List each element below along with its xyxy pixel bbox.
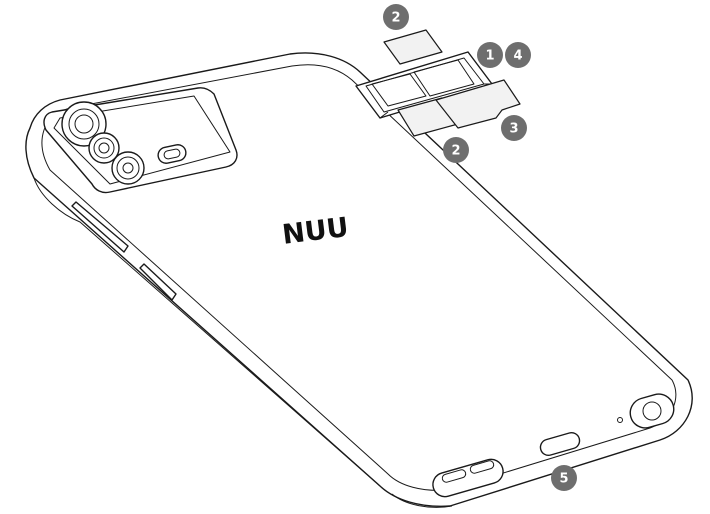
callout-badge-5: 5 <box>551 465 577 491</box>
usb-c-port <box>539 431 581 457</box>
bottom-rail <box>391 493 453 508</box>
svg-text:2: 2 <box>451 144 460 159</box>
microsd-card <box>435 79 521 129</box>
callout-badge-4: 4 <box>505 42 531 68</box>
sim-tray-slot-a <box>371 73 427 107</box>
bottom-edge <box>432 393 675 498</box>
callout-badge-1: 1 <box>477 42 503 68</box>
main-lens <box>61 101 107 147</box>
headphone-jack <box>629 393 675 429</box>
side-buttons <box>71 201 177 301</box>
callout-badge-2-bottom: 2 <box>443 137 469 163</box>
camera-inner-plate <box>53 95 231 185</box>
svg-text:5: 5 <box>559 472 568 487</box>
side-rail <box>33 177 381 487</box>
speaker-grille <box>432 458 504 498</box>
camera-module <box>43 87 238 194</box>
svg-text:2: 2 <box>391 11 400 26</box>
tertiary-lens <box>111 151 145 185</box>
flash <box>157 144 187 164</box>
nano-sim-card-top <box>383 29 443 65</box>
microphone-hole <box>617 417 623 423</box>
callout-badge-2-top: 2 <box>383 4 409 30</box>
volume-button <box>71 201 129 253</box>
sim-tray-slot-b <box>413 59 475 97</box>
svg-text:4: 4 <box>513 49 522 64</box>
svg-text:1: 1 <box>485 49 494 64</box>
callout-badge-3: 3 <box>501 115 527 141</box>
power-button <box>139 263 177 301</box>
svg-text:3: 3 <box>509 122 518 137</box>
secondary-lens <box>88 132 120 164</box>
